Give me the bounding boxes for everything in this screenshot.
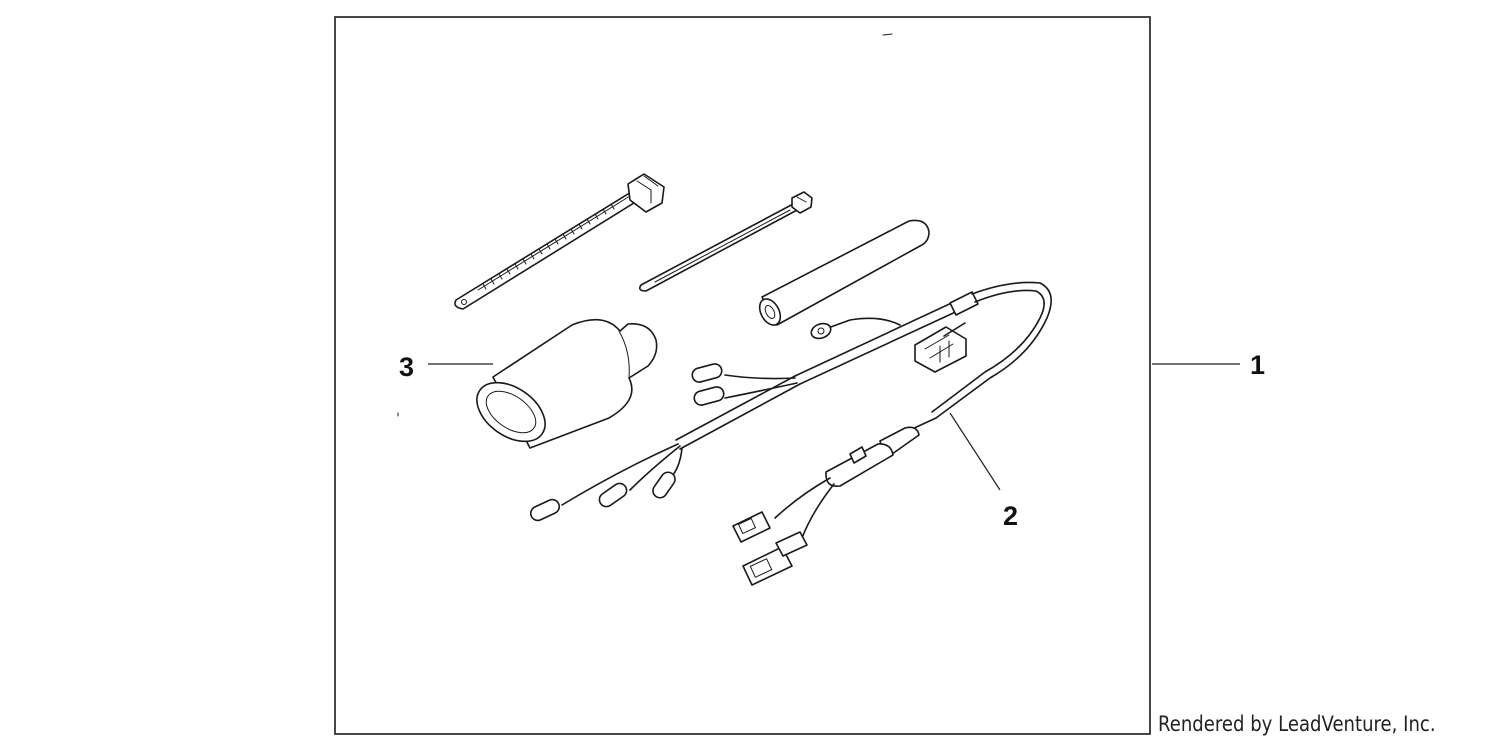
large-cable-tie: [454, 173, 665, 310]
accessory-socket: [476, 318, 658, 449]
rubber-tube: [758, 219, 930, 326]
callout-1-label: 1: [1250, 350, 1265, 380]
bullet-terminal: [529, 498, 561, 522]
callout-3-label: 3: [399, 352, 414, 382]
bullet-terminal: [598, 482, 628, 508]
bullet-terminal: [693, 386, 725, 406]
bullet-terminal: [652, 471, 676, 499]
render-credit: Rendered by LeadVenture, Inc.: [1158, 712, 1436, 736]
stray-mark: [882, 33, 893, 36]
bullet-terminal: [691, 363, 723, 383]
sub-wire-harness: [529, 281, 1052, 586]
callout-2-leader: [949, 412, 1001, 491]
small-cable-tie: [639, 191, 813, 292]
diagram-frame: [334, 16, 1151, 735]
callout-2-label: 2: [1003, 501, 1018, 531]
